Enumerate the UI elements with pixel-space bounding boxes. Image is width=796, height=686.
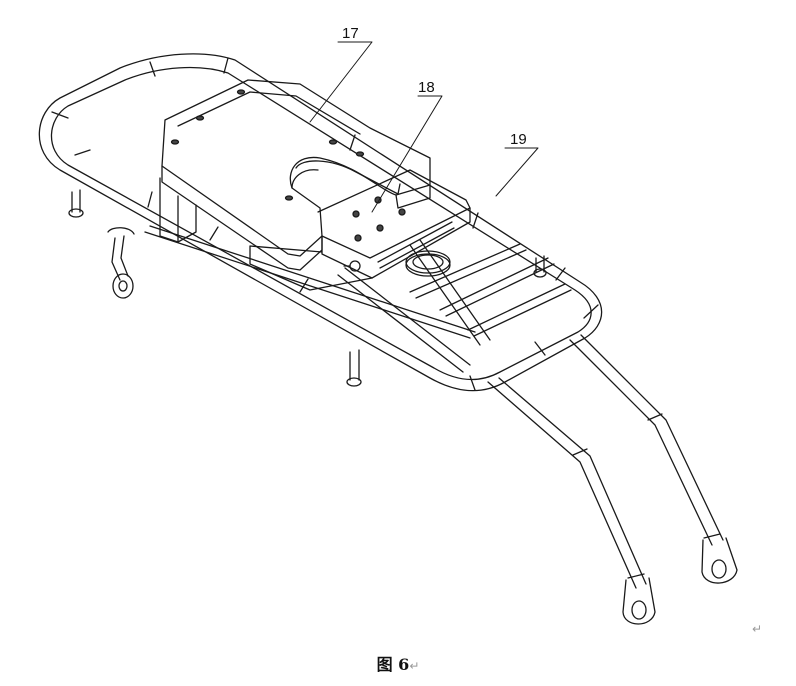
paragraph-mark: ↵ [409,659,420,673]
tubular-frame [38,53,738,625]
label-19: 19 [510,131,527,148]
figure-caption: 图 6↵ [0,651,796,675]
paragraph-mark-right: ↵ [752,622,763,636]
figure-caption-text: 图 6 [376,655,410,674]
top-plate [159,79,431,271]
mounting-bracket [249,169,471,291]
label-18: 18 [418,79,435,96]
label-leaders [309,41,539,213]
label-17: 17 [342,25,359,42]
